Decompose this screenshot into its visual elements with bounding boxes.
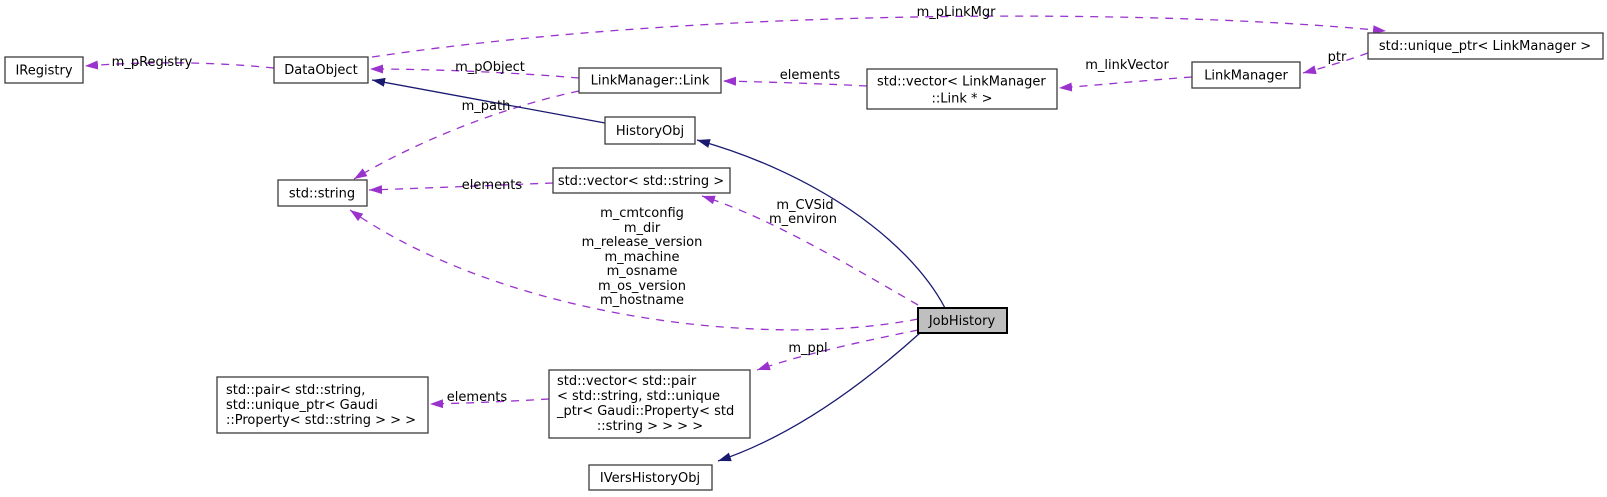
edge-m-plinkmgr xyxy=(371,15,1387,58)
edge-label-ptr: ptr xyxy=(1328,50,1347,65)
edge-jobhistory-historyobj xyxy=(696,139,946,309)
edge-label-m-plinkmgr: m_pLinkMgr xyxy=(917,5,997,20)
node-iregistry-label: IRegistry xyxy=(15,64,72,79)
node-pair-property-line3: ::Property< std::string > > > xyxy=(226,413,416,428)
edge-label-m-hostname: m_hostname xyxy=(600,293,684,308)
node-unique-ptr-linkmanager[interactable]: std::unique_ptr< LinkManager > xyxy=(1367,32,1604,60)
edge-m-linkvector xyxy=(1058,76,1193,92)
edge-label-m-cmtconfig: m_cmtconfig xyxy=(600,206,684,221)
node-vector-string[interactable]: std::vector< std::string > xyxy=(552,167,731,194)
edge-label-m-ppl: m_ppl xyxy=(788,341,827,356)
node-vector-pair-property-line4: ::string > > > > xyxy=(597,419,703,434)
node-vector-string-label: std::vector< std::string > xyxy=(558,174,724,189)
node-std-string[interactable]: std::string xyxy=(277,179,368,207)
node-vector-pair-property-line1: std::vector< std::pair xyxy=(557,374,697,389)
edge-label-m-os-version: m_os_version xyxy=(598,279,686,294)
edge-m-ppl xyxy=(756,329,919,371)
edge-label-m-osname: m_osname xyxy=(607,264,678,279)
node-vector-links-box[interactable] xyxy=(866,68,1058,110)
edge-label-m-environ: m_environ xyxy=(769,212,837,227)
edge-m-pobject xyxy=(369,64,580,79)
edge-elements-links xyxy=(722,76,868,87)
node-pair-property-box[interactable] xyxy=(216,376,429,434)
node-vector-links-line2: ::Link * > xyxy=(931,92,992,107)
node-iregistry-box[interactable] xyxy=(4,56,84,84)
node-historyobj[interactable]: HistoryObj xyxy=(604,116,696,145)
node-iregistry[interactable]: IRegistry xyxy=(4,56,84,84)
edge-label-elements-strings: elements xyxy=(462,178,523,193)
node-vector-pair-property-box[interactable] xyxy=(548,369,751,439)
node-dataobject-label: DataObject xyxy=(284,63,357,78)
edge-jobhistory-ivershistoryobj xyxy=(717,332,921,462)
edge-m-path xyxy=(353,90,580,180)
node-linkmanager-label: LinkManager xyxy=(1204,69,1288,84)
node-ivershistoryobj-label: IVersHistoryObj xyxy=(600,471,700,486)
node-vector-pair-property[interactable]: std::vector< std::pair < std::string, st… xyxy=(548,369,751,439)
node-vector-links-line1: std::vector< LinkManager xyxy=(877,75,1046,90)
edge-label-elements-pairs: elements xyxy=(447,390,508,405)
edge-elements-strings xyxy=(368,182,554,195)
edge-m-cvsid-environ xyxy=(701,195,919,306)
node-linkmanager-link-label: LinkManager::Link xyxy=(591,74,710,89)
edge-label-m-path: m_path xyxy=(462,99,511,114)
node-jobhistory-box[interactable] xyxy=(917,307,1008,334)
node-ivershistoryobj[interactable]: IVersHistoryObj xyxy=(588,464,713,491)
node-unique-ptr-linkmanager-box[interactable] xyxy=(1367,32,1604,60)
edge-elements-pairs xyxy=(429,398,550,409)
edge-label-string-members: m_cmtconfig m_dir m_release_version m_ma… xyxy=(582,206,703,308)
node-historyobj-label: HistoryObj xyxy=(616,124,684,139)
node-vector-string-box[interactable] xyxy=(552,167,731,194)
node-dataobject[interactable]: DataObject xyxy=(273,56,369,84)
node-vector-pair-property-line3: _ptr< Gaudi::Property< std xyxy=(556,404,734,419)
edge-historyobj-dataobject xyxy=(371,77,606,124)
edge-label-m-dir: m_dir xyxy=(624,221,661,236)
edge-m-pregistry xyxy=(84,60,275,70)
node-pair-property-line1: std::pair< std::string, xyxy=(226,383,365,398)
edge-label-m-pregistry: m_pRegistry xyxy=(112,55,193,70)
edge-label-m-release-version: m_release_version xyxy=(582,235,703,250)
node-dataobject-box[interactable] xyxy=(273,56,369,84)
node-linkmanager-link[interactable]: LinkManager::Link xyxy=(578,67,722,94)
edge-string-members xyxy=(349,209,919,331)
edge-label-elements-links: elements xyxy=(780,68,841,83)
node-jobhistory-label: JobHistory xyxy=(928,314,996,329)
node-jobhistory[interactable]: JobHistory xyxy=(917,307,1008,334)
node-linkmanager-box[interactable] xyxy=(1191,61,1301,89)
node-ivershistoryobj-box[interactable] xyxy=(588,464,713,491)
edge-label-m-cvsid: m_CVSid xyxy=(776,198,833,213)
node-linkmanager-link-box[interactable] xyxy=(578,67,722,94)
node-pair-property[interactable]: std::pair< std::string, std::unique_ptr<… xyxy=(216,376,429,434)
node-std-string-label: std::string xyxy=(289,187,355,202)
edge-ptr xyxy=(1302,52,1369,75)
node-unique-ptr-linkmanager-label: std::unique_ptr< LinkManager > xyxy=(1379,39,1591,54)
node-vector-links[interactable]: std::vector< LinkManager ::Link * > xyxy=(866,68,1058,110)
edge-label-m-linkvector: m_linkVector xyxy=(1085,58,1169,73)
edge-label-m-pobject: m_pObject xyxy=(455,60,525,75)
node-historyobj-box[interactable] xyxy=(604,116,696,145)
node-std-string-box[interactable] xyxy=(277,179,368,207)
edge-label-m-machine: m_machine xyxy=(604,250,679,265)
node-pair-property-line2: std::unique_ptr< Gaudi xyxy=(226,398,378,413)
node-vector-pair-property-line2: < std::string, std::unique xyxy=(557,389,720,404)
node-linkmanager[interactable]: LinkManager xyxy=(1191,61,1301,89)
